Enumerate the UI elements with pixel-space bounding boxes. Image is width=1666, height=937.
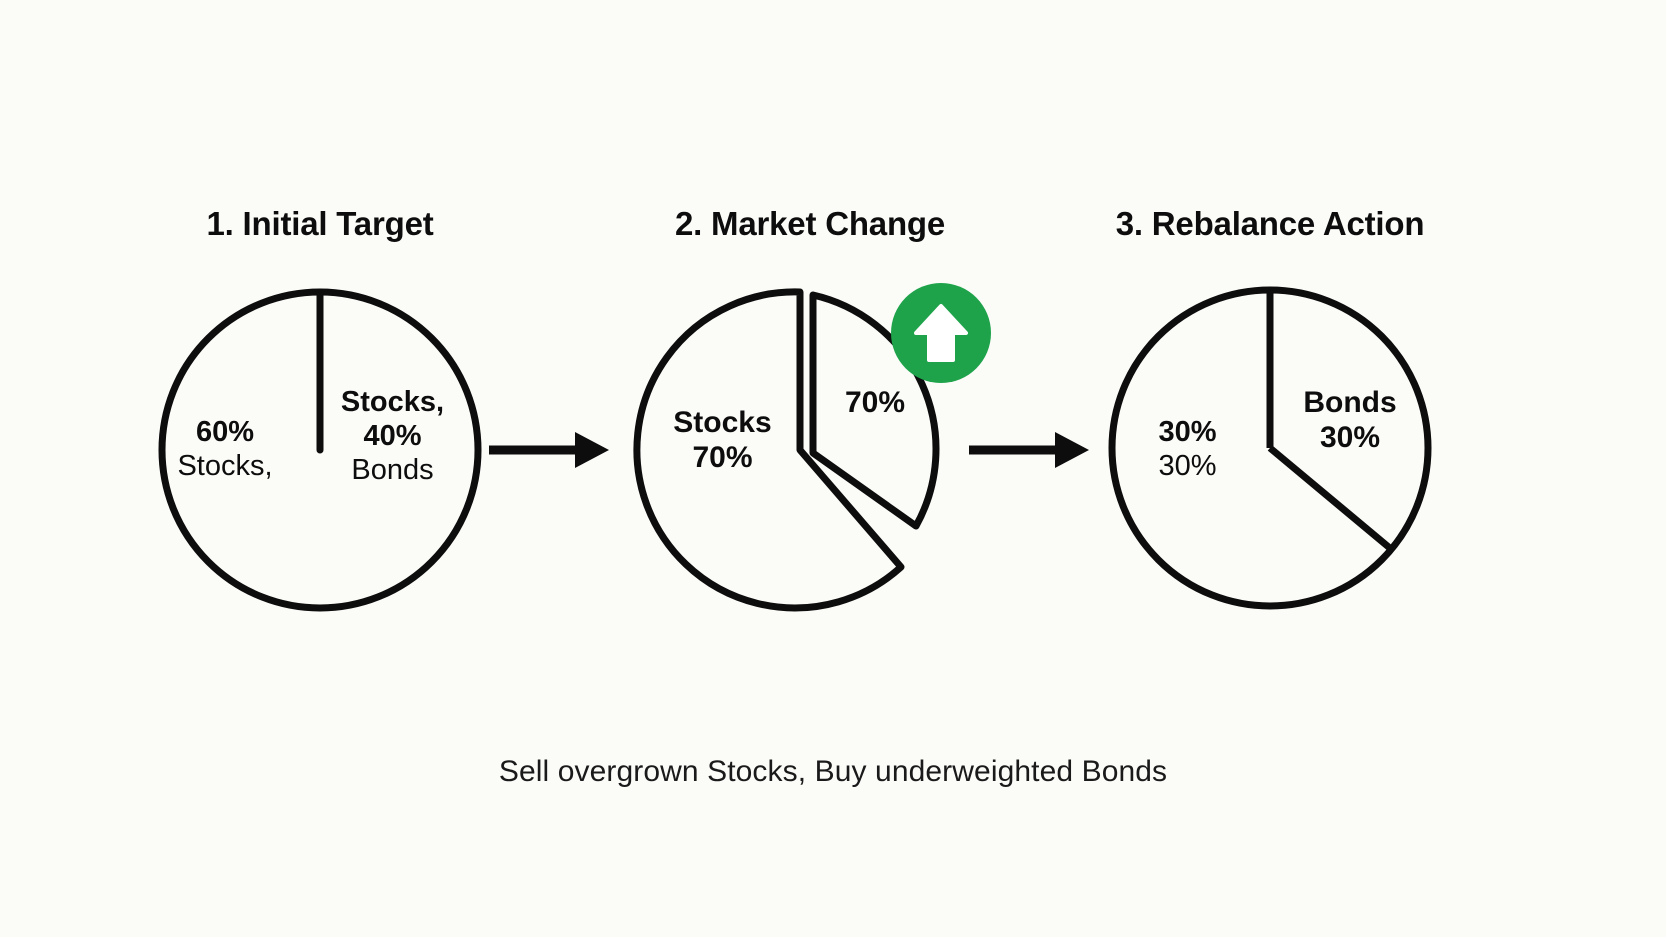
panel-3-left-pct: 30%: [1158, 416, 1217, 448]
panel-2-left-label: Stocks 70%: [640, 405, 805, 476]
panel-1-right-label: Stocks, 40% Bonds: [310, 385, 475, 488]
panel-3-right-name: Bonds: [1303, 386, 1397, 419]
panel-3-right-pct: 30%: [1319, 421, 1381, 455]
panel-1-right-name-2: Bonds: [351, 454, 434, 487]
panel-3-title: 3. Rebalance Action: [1115, 205, 1425, 242]
panel-2-left-name: Stocks: [673, 406, 772, 439]
pie-chart-market-change: [620, 275, 1000, 625]
panel-1-left-name: Stocks,: [177, 450, 273, 483]
panel-1-left-label: 60% Stocks,: [150, 415, 300, 483]
panel-2-right-label: 70%: [815, 385, 935, 420]
figure-caption: Sell overgrown Stocks, Buy underweighted…: [498, 755, 1168, 788]
panel-1-right-pct: 40%: [363, 420, 422, 453]
panel-2-left-pct: 70%: [692, 441, 753, 475]
panel-2-right-pct: 70%: [844, 386, 906, 419]
panel-1-title: 1. Initial Target: [206, 205, 434, 242]
panel-3-left-label: 30% 30%: [1115, 415, 1260, 483]
arrow-up-icon: [914, 304, 968, 362]
panel-initial-target: 1. Initial Target 60% Stocks, Stocks, 40…: [120, 190, 520, 630]
panel-3-left-pct-2: 30%: [1158, 450, 1217, 483]
panel-3-right-label: Bonds 30%: [1275, 385, 1425, 456]
panel-rebalance-action: 3. Rebalance Action 30% 30% Bonds 30%: [1060, 190, 1480, 630]
panel-market-change: 2. Market Change Stocks 70% 70%: [600, 190, 1020, 630]
pie-chart-initial-target: [150, 280, 490, 620]
arrow-step-2-to-3: [967, 424, 1092, 476]
panel-1-right-name: Stocks,: [340, 386, 445, 418]
pie-chart-rebalance-action: [1100, 278, 1440, 618]
arrow-step-1-to-2: [487, 424, 612, 476]
panel-2-title: 2. Market Change: [674, 205, 946, 242]
growth-badge: [891, 283, 991, 383]
panel-1-left-pct: 60%: [195, 416, 255, 448]
